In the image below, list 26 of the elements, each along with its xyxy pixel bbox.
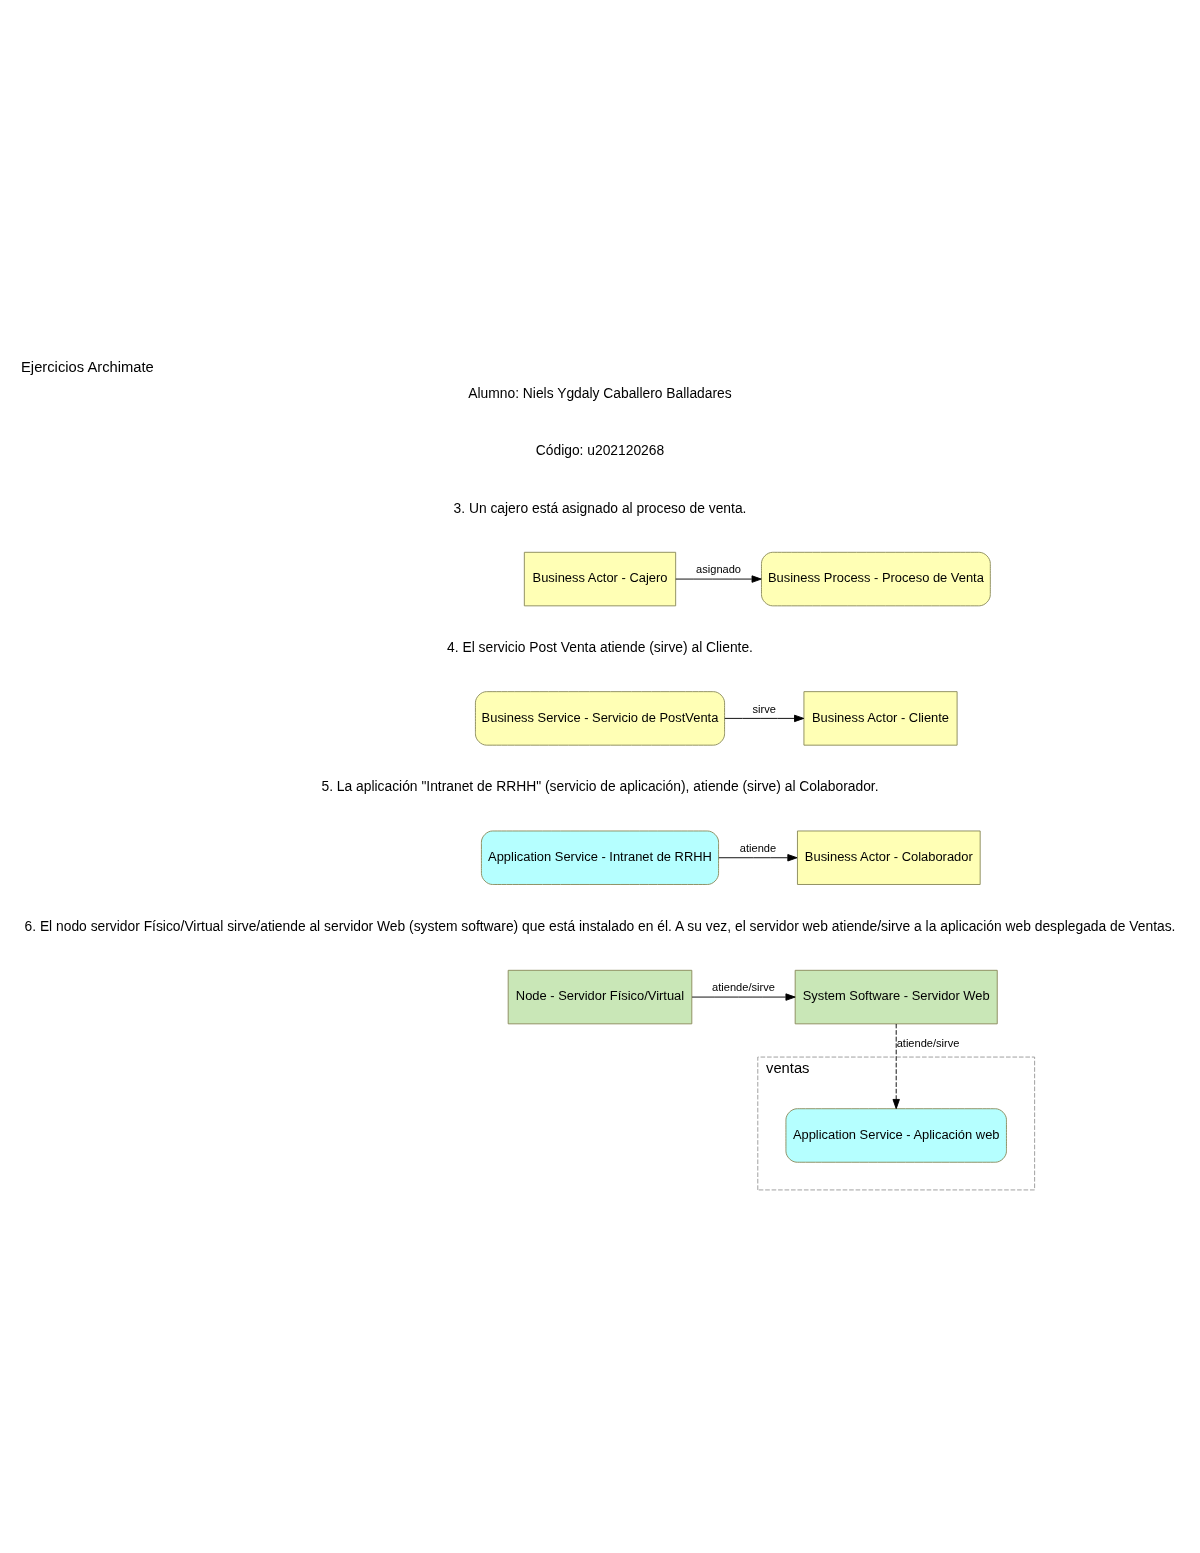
- arrow: [724, 714, 805, 722]
- node-box: Application Service - Intranet de RRHH: [480, 830, 720, 885]
- diagram-title: Ejercicios Archimate: [21, 358, 154, 375]
- edge-label: atiende/sirve: [712, 980, 775, 993]
- edge-label: asignado: [696, 562, 742, 575]
- arrow: [691, 992, 796, 1001]
- edge-label: atiende/sirve: [896, 1036, 960, 1049]
- node-box: Node - Servidor Físico/Virtual: [507, 969, 693, 1024]
- node-box: Business Process - Proceso de Venta: [761, 551, 991, 606]
- label: 6. El nodo servidor Físico/Virtual sirve/atiende al servidor Web (system software) que está instalado en él. A su vez, el servidor web atiende/sirve a la aplicación web desplegada de Ventas.: [24, 917, 1176, 934]
- edge-label: sirve: [752, 702, 776, 714]
- arrow: [892, 1023, 900, 1109]
- node-box: System Software - Servidor Web: [794, 969, 998, 1024]
- label: Código: u202120268: [535, 441, 665, 458]
- label: 4. El servicio Post Venta atiende (sirve) al Cliente.: [447, 638, 753, 655]
- edge-label: atiende: [739, 841, 777, 854]
- label: 5. La aplicación "Intranet de RRHH" (servicio de aplicación), atiende (sirve) al Colaborador.: [321, 777, 879, 794]
- arrow: [718, 853, 798, 861]
- node-box: Business Service - Servicio de PostVenta: [474, 690, 726, 746]
- arrow: [675, 574, 762, 583]
- label: 3. Un cajero está asignado al proceso de venta.: [453, 499, 747, 516]
- node-box: Business Actor - Colaborador: [797, 830, 981, 885]
- node-box: Business Actor - Cliente: [803, 690, 958, 746]
- label: Alumno: Niels Ygdaly Caballero Balladares: [468, 384, 732, 401]
- node-box: Application Service - Aplicación web: [785, 1107, 1007, 1163]
- node-box: Business Actor - Cajero: [523, 551, 677, 606]
